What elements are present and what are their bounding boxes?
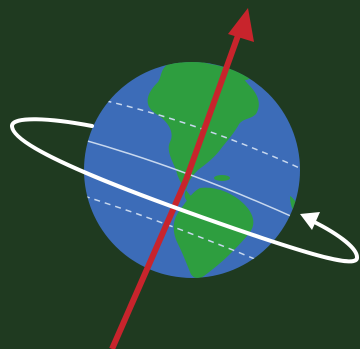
landmass-caribbean — [214, 175, 230, 181]
